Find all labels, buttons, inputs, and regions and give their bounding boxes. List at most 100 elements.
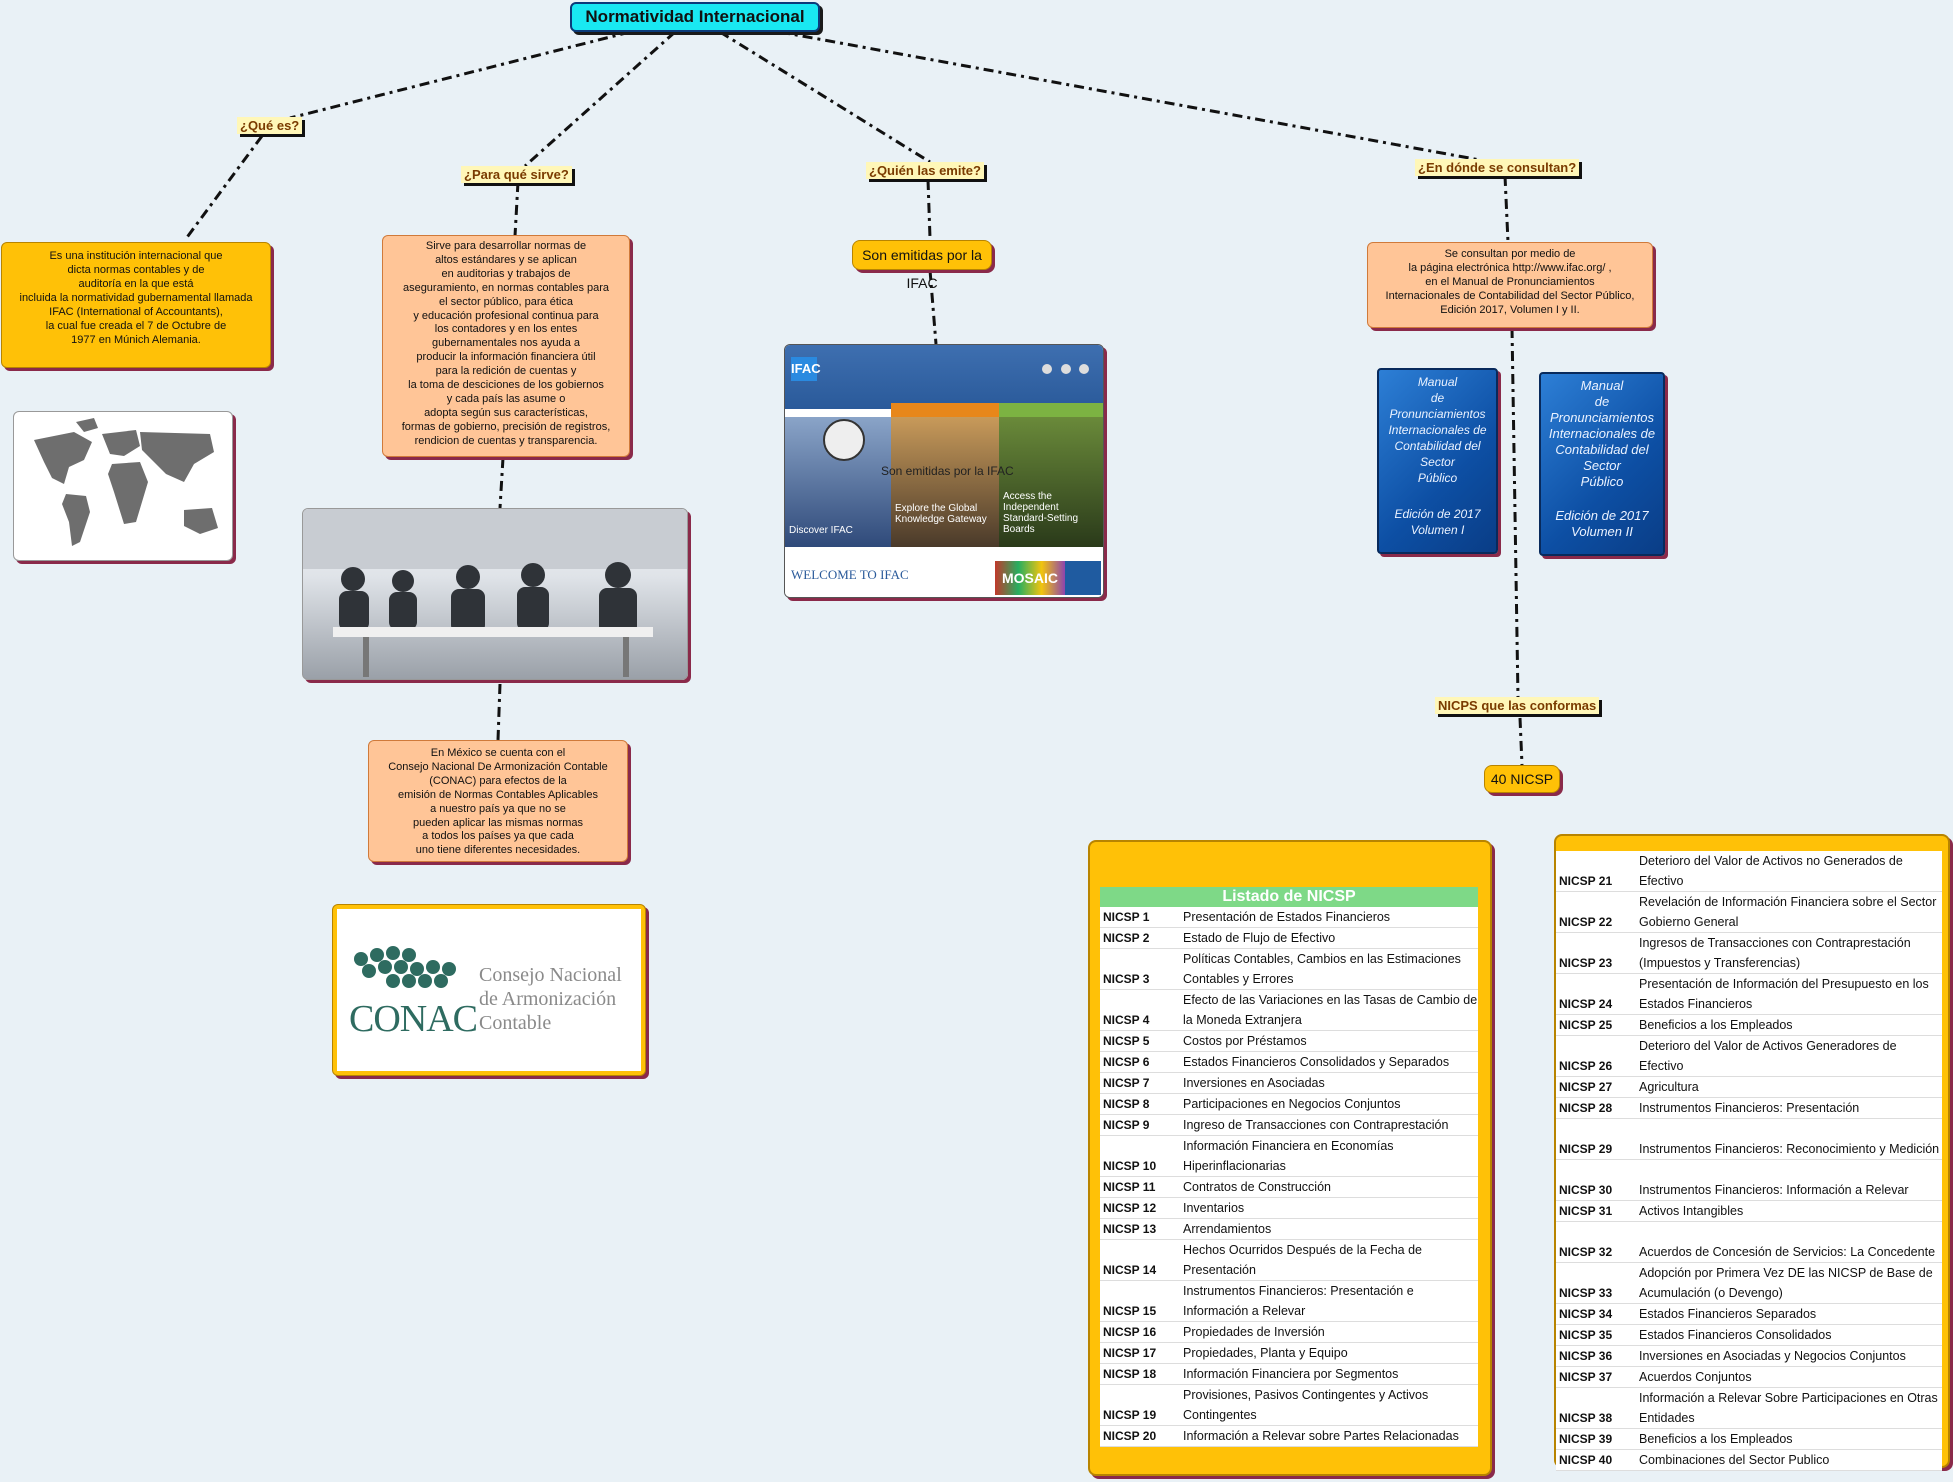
nicsp-name: Estados Financieros Consolidados	[1639, 1328, 1832, 1342]
nicsp-name: Revelación de Información Financiera sob…	[1639, 895, 1937, 929]
nicsp-table-title: Listado de NICSP	[1100, 887, 1478, 907]
nicsp-code: NICSP 16	[1103, 1325, 1157, 1339]
conac-logo: CONAC Consejo Nacional de Armonización C…	[337, 909, 641, 1071]
nicsp-code: NICSP 29	[1559, 1142, 1613, 1156]
nicsp-name: Instrumentos Financieros: Reconocimiento…	[1639, 1142, 1940, 1156]
table-row: NICSP 17 Propiedades, Planta y Equipo	[1100, 1343, 1478, 1364]
table-row: NICSP 18 Información Financiera por Segme…	[1100, 1364, 1478, 1385]
clock-icon	[823, 419, 865, 461]
label-nicps[interactable]: NICPS que las conformas	[1435, 697, 1600, 714]
nicsp-code: NICSP 9	[1103, 1118, 1150, 1132]
nicsp-name: Combinaciones del Sector Publico	[1639, 1453, 1830, 1467]
table-row: NICSP 26 Deterioro del Valor de Activos G…	[1556, 1036, 1942, 1077]
table-row: NICSP 24 Presentación de Información del …	[1556, 974, 1942, 1015]
world-map-icon	[34, 418, 218, 546]
nicsp-code: NICSP 26	[1559, 1059, 1613, 1073]
nicsp-name: Propiedades, Planta y Equipo	[1183, 1346, 1348, 1360]
world-map-image	[13, 411, 233, 561]
nicsp-name: Adopción por Primera Vez DE las NICSP de…	[1639, 1266, 1933, 1300]
nicsp-code: NICSP 13	[1103, 1222, 1157, 1236]
table-row: NICSP 13 Arrendamientos	[1100, 1219, 1478, 1240]
nicsp-code: NICSP 2	[1103, 931, 1150, 945]
root-title[interactable]: Normatividad Internacional	[570, 2, 820, 32]
table-row: NICSP 9 Ingreso de Transacciones con Cont…	[1100, 1115, 1478, 1136]
nicsp-code: NICSP 34	[1559, 1307, 1613, 1321]
nicsp-name: Información a Relevar sobre Partes Relac…	[1183, 1429, 1459, 1443]
nicsp-name: Información Financiera por Segmentos	[1183, 1367, 1399, 1381]
nicsp-name: Información a Relevar Sobre Participacio…	[1639, 1391, 1938, 1425]
nicsp-code: NICSP 17	[1103, 1346, 1157, 1360]
label-en-donde-se-consultan[interactable]: ¿En dónde se consultan?	[1415, 159, 1580, 176]
nicsp-code: NICSP 23	[1559, 956, 1613, 970]
nicsp-name: Inventarios	[1183, 1201, 1245, 1215]
nicsp-name: Ingreso de Transacciones con Contraprest…	[1183, 1118, 1449, 1132]
nicsp-name: Hechos Ocurridos Después de la Fecha de …	[1183, 1243, 1423, 1277]
nicsp-name: Contratos de Construcción	[1183, 1180, 1331, 1194]
nicsp-name: Información Financiera en Economías Hipe…	[1183, 1139, 1394, 1173]
ifac-overlay-text: Son emitidas por la IFAC	[881, 464, 1014, 478]
count-nicsp-pill[interactable]: 40 NICSP	[1484, 765, 1560, 793]
nicsp-code: NICSP 18	[1103, 1367, 1157, 1381]
que-es-box[interactable]: Es una institución internacional que dic…	[1, 242, 271, 368]
mosaic-banner: MOSAIC	[995, 561, 1065, 595]
nicsp-name: Participaciones en Negocios Conjuntos	[1183, 1097, 1401, 1111]
para-que-sirve-box[interactable]: Sirve para desarrollar normas de altos e…	[382, 235, 630, 457]
social-icon	[1060, 364, 1071, 374]
nicsp-name: Instrumentos Financieros: Presentación e…	[1183, 1284, 1414, 1318]
nicsp-code: NICSP 15	[1103, 1304, 1157, 1318]
nicsp-name: Ingresos de Transacciones con Contrapres…	[1639, 936, 1911, 970]
hexagon-icon	[354, 946, 456, 988]
nicsp-code: NICSP 38	[1559, 1411, 1613, 1425]
nicsp-name: Políticas Contables, Cambios en las Esti…	[1183, 952, 1461, 986]
table-row: NICSP 6 Estados Financieros Consolidados …	[1100, 1052, 1478, 1073]
nicsp-name: Estados Financieros Consolidados y Separ…	[1183, 1055, 1450, 1069]
nicsp-name: Efecto de las Variaciones en las Tasas d…	[1183, 993, 1478, 1027]
emitidas-por-ifac-pill[interactable]: Son emitidas por la IFAC	[852, 240, 992, 291]
conac-logo-frame: CONAC Consejo Nacional de Armonización C…	[332, 904, 646, 1076]
nicsp-code: NICSP 35	[1559, 1328, 1613, 1342]
nicsp-name: Inversiones en Asociadas	[1183, 1076, 1325, 1090]
nicsp-code: NICSP 24	[1559, 997, 1613, 1011]
nicsp-code: NICSP 27	[1559, 1080, 1613, 1094]
nicsp-code: NICSP 6	[1103, 1055, 1150, 1069]
table-row: NICSP 23 Ingresos de Transacciones con Co…	[1556, 933, 1942, 974]
nicsp-name: Acuerdos Conjuntos	[1639, 1370, 1752, 1384]
ifac-panel-discover: Discover IFAC	[789, 525, 853, 536]
nicsp-name: Instrumentos Financieros: Presentación	[1639, 1101, 1860, 1115]
donde-se-consultan-box[interactable]: Se consultan por medio de la página elec…	[1367, 242, 1653, 328]
table-row: NICSP 7 Inversiones en Asociadas	[1100, 1073, 1478, 1094]
label-que-es[interactable]: ¿Qué es?	[237, 117, 303, 134]
nicsp-code: NICSP 21	[1559, 874, 1613, 888]
nicsp-name: Beneficios a los Empleados	[1639, 1018, 1793, 1032]
nicsp-code: NICSP 5	[1103, 1034, 1150, 1048]
nicsp-code: NICSP 7	[1103, 1076, 1150, 1090]
label-quien-las-emite[interactable]: ¿Quién las emite?	[866, 162, 984, 179]
social-icon	[1079, 364, 1089, 374]
nicsp-name: Acuerdos de Concesión de Servicios: La C…	[1639, 1245, 1936, 1259]
mexico-conac-box[interactable]: En México se cuenta con el Consejo Nacio…	[368, 740, 628, 862]
nicsp-name: Presentación de Información del Presupue…	[1639, 977, 1929, 1011]
nicsp-code: NICSP 3	[1103, 972, 1150, 986]
label-para-que-sirve[interactable]: ¿Para qué sirve?	[461, 166, 572, 183]
nicsp-name: Deterioro del Valor de Activos Generador…	[1639, 1039, 1897, 1073]
nicsp-name: Arrendamientos	[1183, 1222, 1272, 1236]
nicsp-code: NICSP 39	[1559, 1432, 1613, 1446]
nicsp-code: NICSP 36	[1559, 1349, 1613, 1363]
ifac-website-screenshot: IFAC Discover IFAC Explore the Global Kn…	[784, 344, 1104, 598]
